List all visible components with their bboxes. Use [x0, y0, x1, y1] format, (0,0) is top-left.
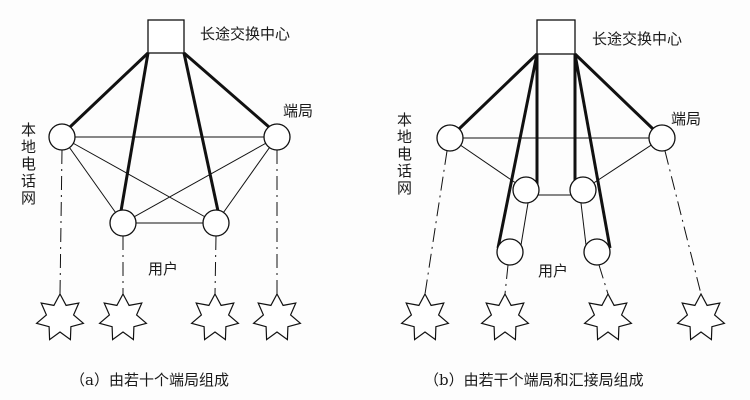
user-line — [214, 235, 217, 295]
panel-b-local-network-label: 本地电话网 — [395, 112, 413, 197]
user-star — [480, 292, 530, 341]
panel-a-caption: （a）由若十个端局组成 — [70, 371, 229, 389]
tandem-office-node — [569, 176, 597, 204]
trunk-link — [573, 53, 612, 249]
end-office-node — [109, 209, 137, 237]
mesh-link — [215, 136, 278, 224]
panel-a-user-label: 用户 — [148, 260, 179, 278]
trunk-link — [457, 52, 539, 131]
mesh-link — [582, 137, 663, 191]
user-line — [504, 264, 509, 295]
user-line — [598, 264, 609, 295]
mesh-link — [61, 136, 217, 224]
user-line — [424, 150, 448, 295]
user-star — [98, 292, 148, 341]
panel-b-user-label: 用户 — [538, 262, 569, 280]
user-line — [664, 150, 702, 295]
end-office-node — [48, 123, 76, 151]
end-office-node — [496, 238, 524, 266]
end-office-node — [202, 209, 230, 237]
user-star — [252, 292, 302, 341]
panel-a-local-network-label: 本地电话网 — [19, 122, 37, 207]
mesh-link — [580, 202, 587, 246]
panel-a-center-label: 长途交换中心 — [200, 25, 291, 43]
trunk-link — [573, 52, 655, 131]
user-line — [59, 149, 63, 295]
end-office-node — [263, 123, 291, 151]
user-star — [583, 292, 633, 341]
user-star — [190, 292, 240, 341]
end-office-node — [436, 124, 464, 152]
end-office-node — [583, 238, 611, 266]
mesh-link — [61, 136, 124, 224]
trunk-link — [119, 52, 150, 212]
user-star — [35, 292, 85, 341]
long-distance-center-box — [147, 19, 185, 54]
trunk-link — [68, 51, 150, 129]
trunk-link — [182, 52, 220, 212]
long-distance-center-box — [536, 19, 576, 55]
user-star — [400, 292, 450, 341]
panel-b-end-office-label: 端局 — [671, 110, 702, 128]
mesh-link — [122, 136, 278, 224]
trunk-link — [183, 51, 270, 129]
mesh-link — [449, 137, 527, 191]
end-office-node — [648, 124, 676, 152]
trunk-link — [496, 53, 539, 249]
panel-b-caption: （b）由若干个端局和汇接局组成 — [424, 371, 644, 389]
tandem-office-node — [512, 176, 540, 204]
panel-a-end-office-label: 端局 — [283, 102, 314, 120]
mesh-link — [520, 202, 529, 246]
user-star — [676, 292, 726, 341]
panel-b-center-label: 长途交换中心 — [592, 30, 683, 48]
